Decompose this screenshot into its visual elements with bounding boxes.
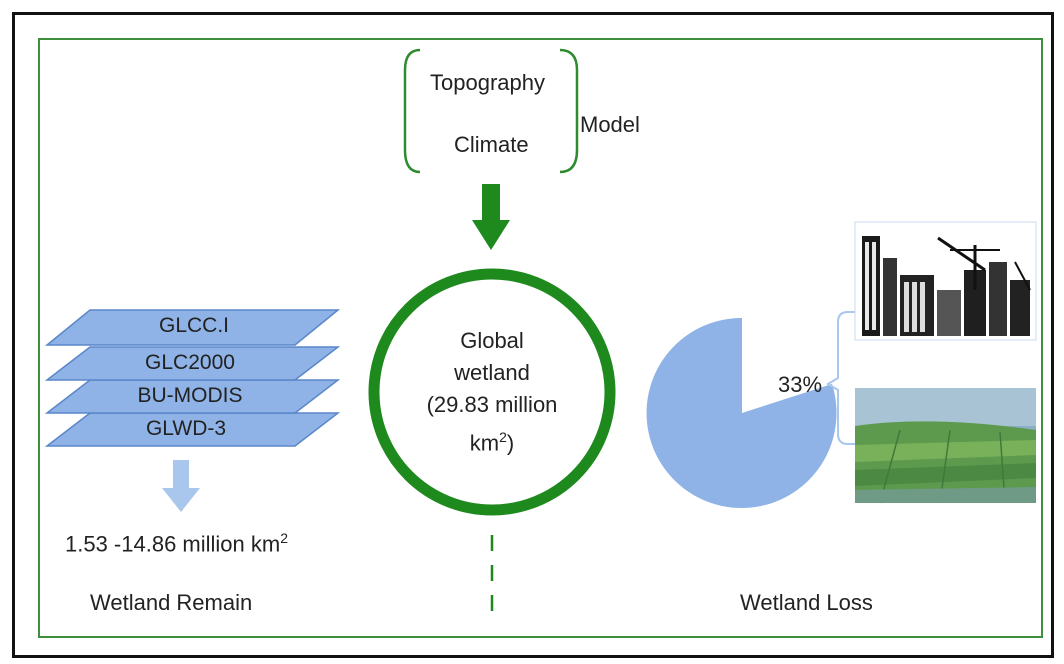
layer-glc2000 <box>44 346 341 381</box>
layer-label-glwd3: GLWD-3 <box>145 417 227 440</box>
global-wetland-label: Global wetland (29.83 million km2) <box>402 325 582 459</box>
diagram-panel <box>38 38 1043 638</box>
layer-stack <box>44 309 341 447</box>
loss-percent: 33% <box>778 372 823 397</box>
global-wetland-circle <box>368 268 616 516</box>
global-wetland-line4: km2) <box>469 429 515 456</box>
urban-construction-image <box>854 221 1037 341</box>
wetland-remain-title: Wetland Remain <box>90 590 253 615</box>
remain-range: 1.53 -14.86 million km2 <box>65 530 289 557</box>
model-factor-topography: Topography <box>430 70 545 95</box>
layer-label-glcci: GLCC.I <box>158 314 229 337</box>
global-wetland-line3: (29.83 million <box>426 392 558 417</box>
image-bracket <box>826 311 855 445</box>
model-bracket-right <box>559 48 579 174</box>
global-wetland-line2: wetland <box>454 360 530 385</box>
layer-glcci <box>44 309 341 346</box>
light-down-arrow-icon <box>162 460 200 512</box>
loss-pie <box>646 317 837 508</box>
layer-label-glc2000: GLC2000 <box>145 351 235 374</box>
layer-label-bumodis: BU-MODIS <box>137 384 243 407</box>
wetland-loss-title: Wetland Loss <box>740 590 873 615</box>
model-label: Model <box>580 112 640 137</box>
farmland-image <box>855 388 1036 504</box>
global-wetland-line1: Global <box>460 328 524 353</box>
model-bracket-left <box>403 48 421 174</box>
down-arrow-icon <box>472 184 510 250</box>
model-factor-climate: Climate <box>454 132 529 157</box>
